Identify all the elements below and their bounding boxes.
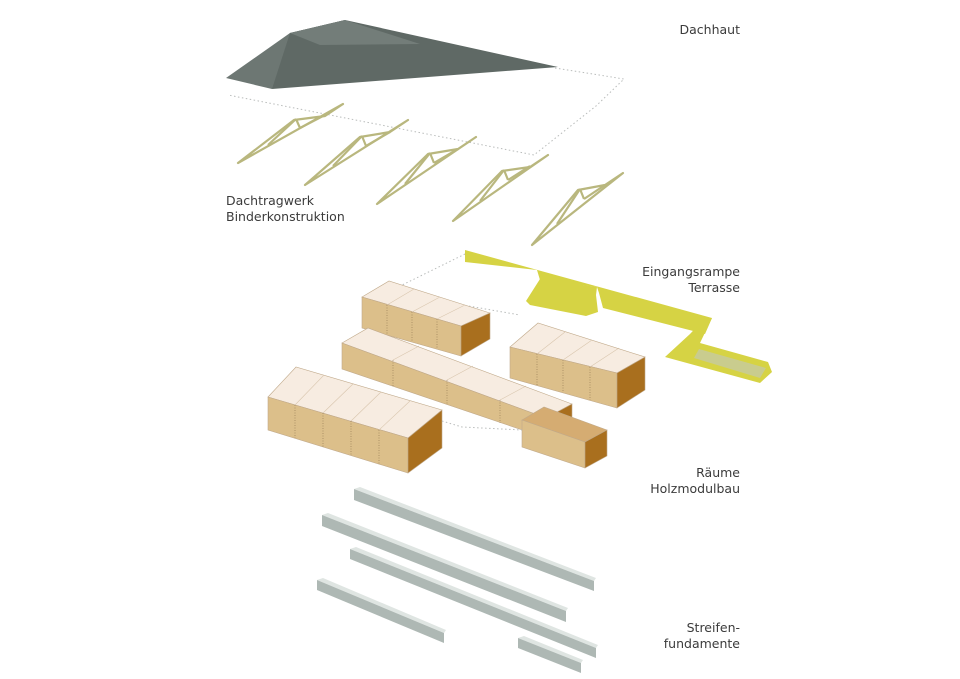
label-rooms: Räume Holzmodulbau xyxy=(650,465,740,497)
module-block-c xyxy=(509,322,646,409)
roof-outline-dotted xyxy=(227,67,626,156)
label-line: Holzmodulbau xyxy=(650,481,740,496)
terrace-platform xyxy=(526,279,598,316)
foundation-1 xyxy=(354,487,596,591)
strip-foundations xyxy=(317,487,598,673)
truss-1 xyxy=(236,102,345,165)
truss-2 xyxy=(303,118,410,187)
label-line: Räume xyxy=(696,465,740,480)
truss-5 xyxy=(530,171,625,247)
label-line: Eingangsrampe xyxy=(642,264,740,279)
foundation-3 xyxy=(350,547,598,658)
truss-4 xyxy=(451,153,550,223)
label-line: fundamente xyxy=(663,636,740,651)
modules-outline-dotted xyxy=(441,420,523,431)
ramp-inner-path xyxy=(694,349,766,378)
label-line: Terrasse xyxy=(688,280,740,295)
truss-3 xyxy=(375,135,478,206)
label-line: Dachtragwerk xyxy=(226,193,315,208)
foundation-2 xyxy=(322,513,568,622)
ramp-outline-dotted xyxy=(386,253,521,316)
foundation-4 xyxy=(317,578,446,643)
module-block-e xyxy=(521,406,608,469)
label-roof-truss: Dachtragwerk Binderkonstruktion xyxy=(226,193,345,225)
timber-modules xyxy=(267,280,646,474)
roof-ridge-face xyxy=(290,20,420,45)
foundation-5 xyxy=(518,636,583,673)
label-roof-skin: Dachhaut xyxy=(680,22,741,38)
module-block-a xyxy=(361,280,491,357)
module-block-d xyxy=(267,366,443,474)
label-ramp: Eingangsrampe Terrasse xyxy=(642,264,740,296)
label-line: Dachhaut xyxy=(679,22,741,37)
label-foundation: Streifen- fundamente xyxy=(664,620,740,652)
roof-skin xyxy=(226,20,626,156)
ramp-terrace xyxy=(386,250,772,383)
label-line: Binderkonstruktion xyxy=(226,209,345,224)
label-line: Streifen- xyxy=(686,620,740,635)
roof-trusses xyxy=(236,102,625,247)
terrace-strip xyxy=(465,250,712,334)
